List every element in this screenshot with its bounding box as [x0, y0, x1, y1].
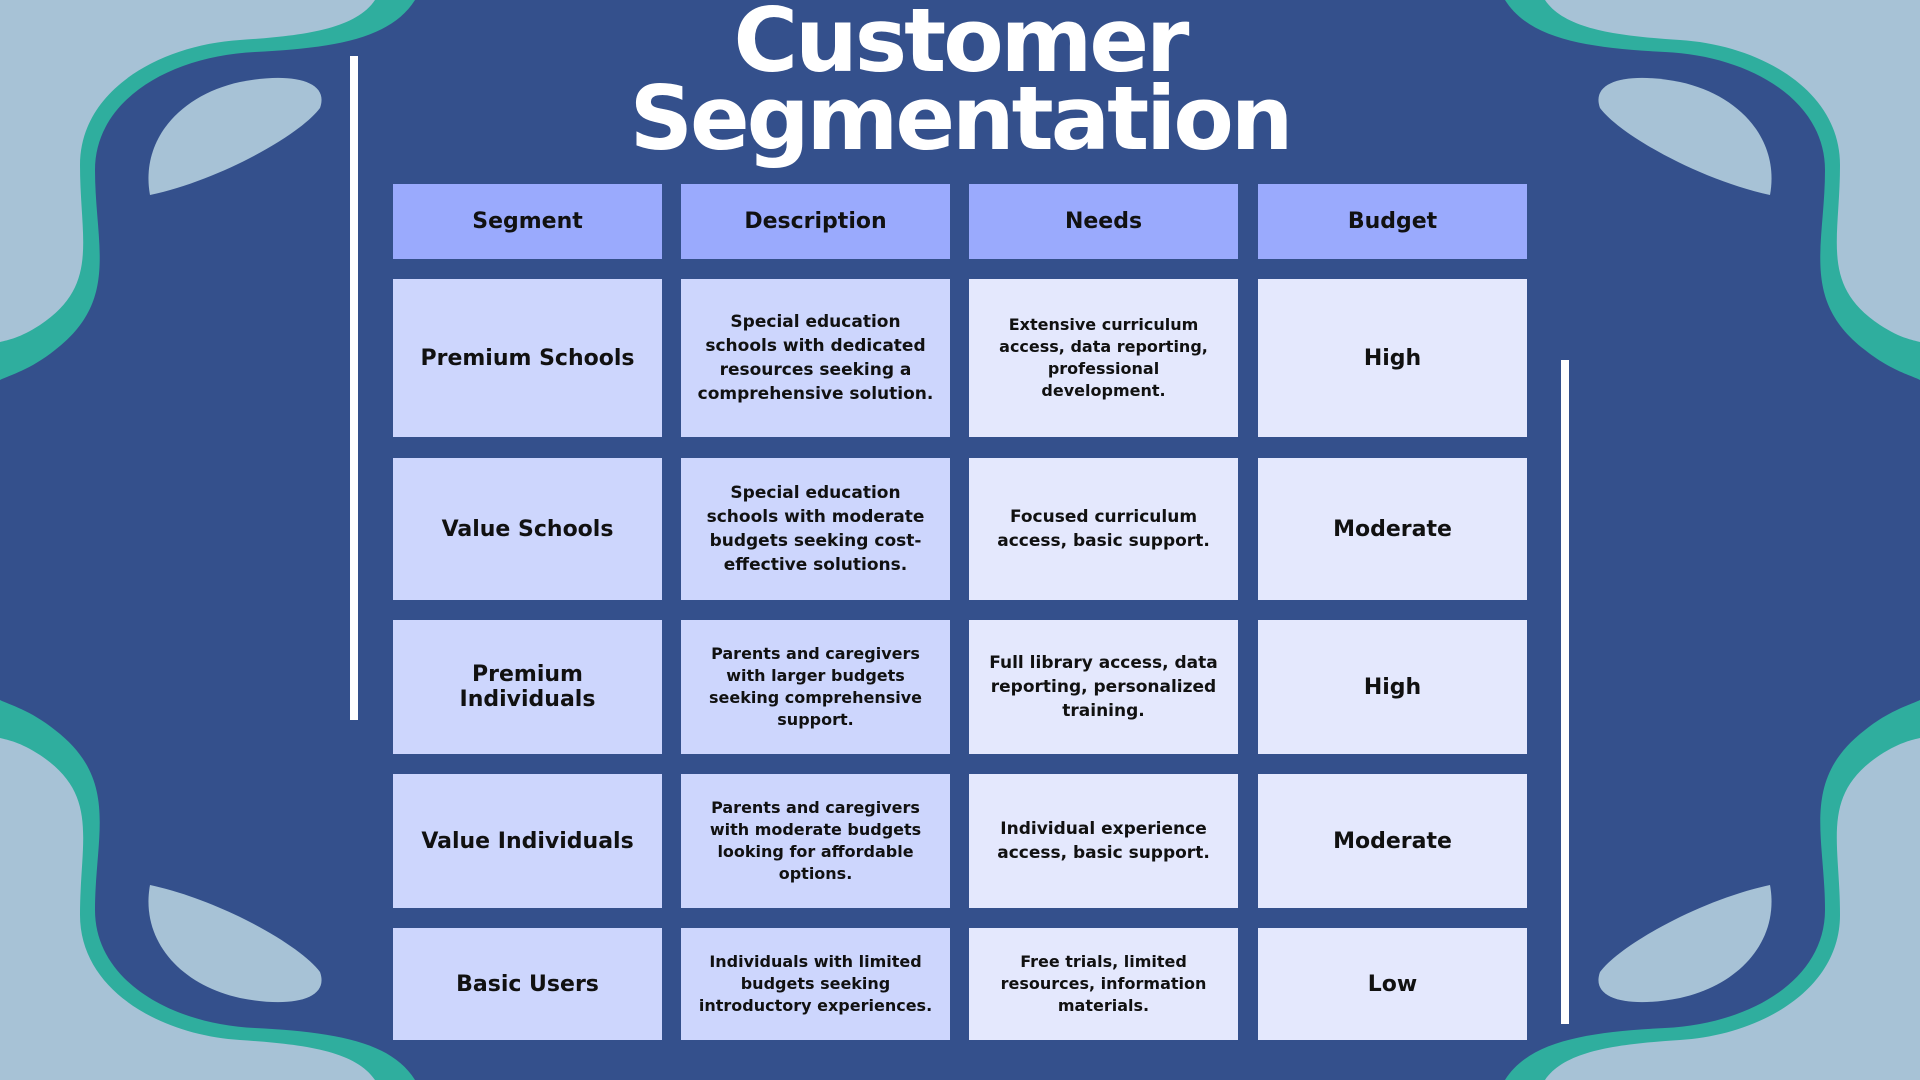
row-3-needs: Full library access, data reporting, per… [969, 620, 1238, 754]
header-budget: Budget [1258, 184, 1527, 259]
row-4-segment: Value Individuals [393, 774, 662, 908]
page-title: Customer Segmentation [0, 0, 1920, 170]
row-1-description: Special education schools with dedicated… [681, 279, 950, 437]
corner-decoration-top-left [0, 0, 415, 380]
row-4-description: Parents and caregivers with moderate bud… [681, 774, 950, 908]
row-5-needs: Free trials, limited resources, informat… [969, 928, 1238, 1040]
header-segment: Segment [393, 184, 662, 259]
row-5-budget: Low [1258, 928, 1527, 1040]
row-4-budget: Moderate [1258, 774, 1527, 908]
row-3-budget: High [1258, 620, 1527, 754]
row-2-description: Special education schools with moderate … [681, 458, 950, 600]
accent-line-left [350, 56, 358, 720]
row-1-needs: Extensive curriculum access, data report… [969, 279, 1238, 437]
row-1-segment: Premium Schools [393, 279, 662, 437]
corner-decoration-bottom-left [0, 700, 415, 1080]
accent-line-right [1561, 360, 1569, 1024]
row-2-needs: Focused curriculum access, basic support… [969, 458, 1238, 600]
row-3-description: Parents and caregivers with larger budge… [681, 620, 950, 754]
corner-decoration-top-right [1505, 0, 1920, 380]
row-3-segment: Premium Individuals [393, 620, 662, 754]
header-description: Description [681, 184, 950, 259]
row-5-description: Individuals with limited budgets seeking… [681, 928, 950, 1040]
corner-decoration-bottom-right [1505, 700, 1920, 1080]
row-4-needs: Individual experience access, basic supp… [969, 774, 1238, 908]
row-2-segment: Value Schools [393, 458, 662, 600]
page-title-line-2: Segmentation [629, 67, 1294, 170]
page-title-line-1: Customer [733, 0, 1190, 92]
header-needs: Needs [969, 184, 1238, 259]
row-1-budget: High [1258, 279, 1527, 437]
row-2-budget: Moderate [1258, 458, 1527, 600]
row-5-segment: Basic Users [393, 928, 662, 1040]
